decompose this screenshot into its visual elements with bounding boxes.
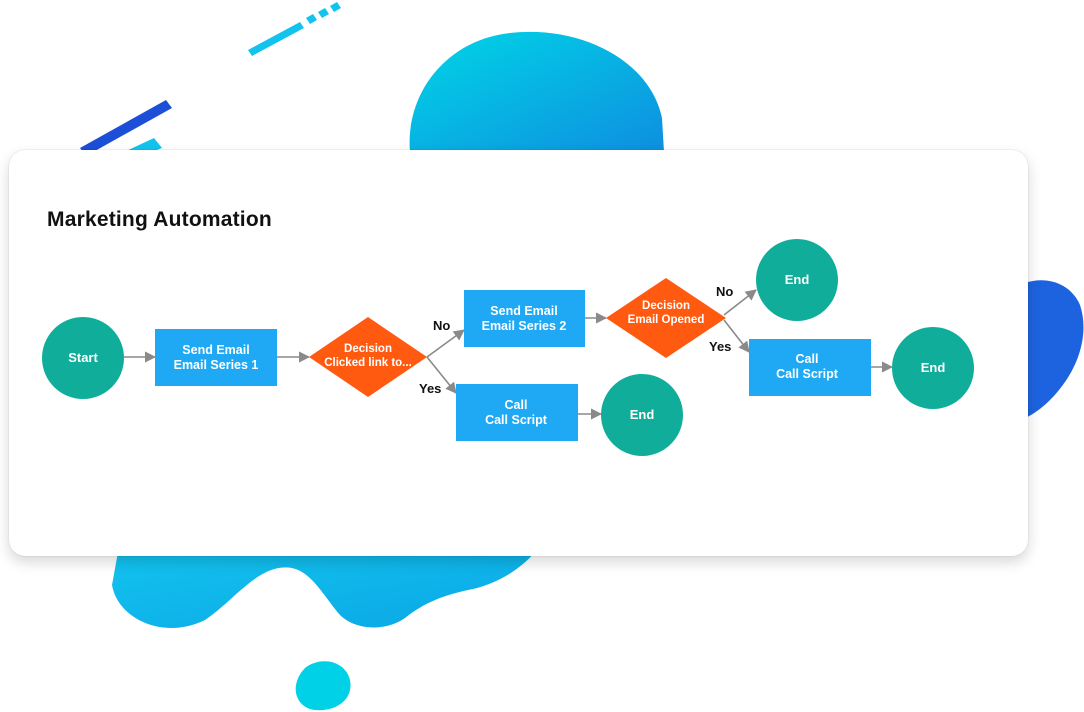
decision-clicked-link-node: Decision Clicked link to... bbox=[309, 317, 427, 397]
end2-label: End bbox=[785, 272, 810, 287]
flowchart: No Yes No Yes Start Send Email Email Ser… bbox=[42, 239, 974, 456]
end-node-2: End bbox=[756, 239, 838, 321]
edge-label-d1-yes: Yes bbox=[419, 381, 441, 396]
decision2-label-line1: Decision bbox=[642, 300, 690, 312]
send2-label-line2: Email Series 2 bbox=[482, 319, 567, 333]
edge-label-d2-no: No bbox=[716, 284, 733, 299]
call2-label-line1: Call bbox=[796, 352, 819, 366]
send1-label-line2: Email Series 1 bbox=[174, 358, 259, 372]
edge-decision2-end2 bbox=[723, 289, 757, 316]
decision2-label-line2: Email Opened bbox=[628, 314, 705, 326]
call-script-2-node: Call Call Script bbox=[749, 339, 871, 396]
edge-label-d1-no: No bbox=[433, 318, 450, 333]
edge-decision1-call1 bbox=[426, 356, 457, 394]
diagram-card: Marketing Automation No Yes No Yes Sta bbox=[9, 150, 1028, 556]
send-email-series-2-node: Send Email Email Series 2 bbox=[464, 290, 585, 347]
edge-label-d2-yes: Yes bbox=[709, 339, 731, 354]
end-node-3: End bbox=[892, 327, 974, 409]
end3-label: End bbox=[921, 360, 946, 375]
call1-label-line1: Call bbox=[505, 398, 528, 412]
call-script-1-node: Call Call Script bbox=[456, 384, 578, 441]
start-node: Start bbox=[42, 317, 124, 399]
decorative-blob-bottom bbox=[112, 552, 535, 628]
send1-label-line1: Send Email bbox=[182, 343, 249, 357]
end1-label: End bbox=[630, 407, 655, 422]
call2-label-line2: Call Script bbox=[776, 367, 839, 381]
edge-decision2-call2 bbox=[723, 319, 750, 353]
diagram-title: Marketing Automation bbox=[47, 208, 272, 231]
decorative-blob-right bbox=[1025, 280, 1084, 418]
send-email-series-1-node: Send Email Email Series 1 bbox=[155, 329, 277, 386]
decision-email-opened-node: Decision Email Opened bbox=[606, 278, 726, 358]
decision1-label-line1: Decision bbox=[344, 343, 392, 355]
start-node-label: Start bbox=[68, 350, 98, 365]
end-node-1: End bbox=[601, 374, 683, 456]
decorative-stripes bbox=[80, 2, 341, 160]
call1-label-line2: Call Script bbox=[485, 413, 548, 427]
decorative-blob-top bbox=[409, 31, 664, 153]
decision1-label-line2: Clicked link to... bbox=[324, 357, 412, 369]
edge-decision1-send2 bbox=[426, 329, 465, 358]
decorative-blob-small bbox=[295, 661, 351, 711]
send2-label-line1: Send Email bbox=[490, 304, 557, 318]
